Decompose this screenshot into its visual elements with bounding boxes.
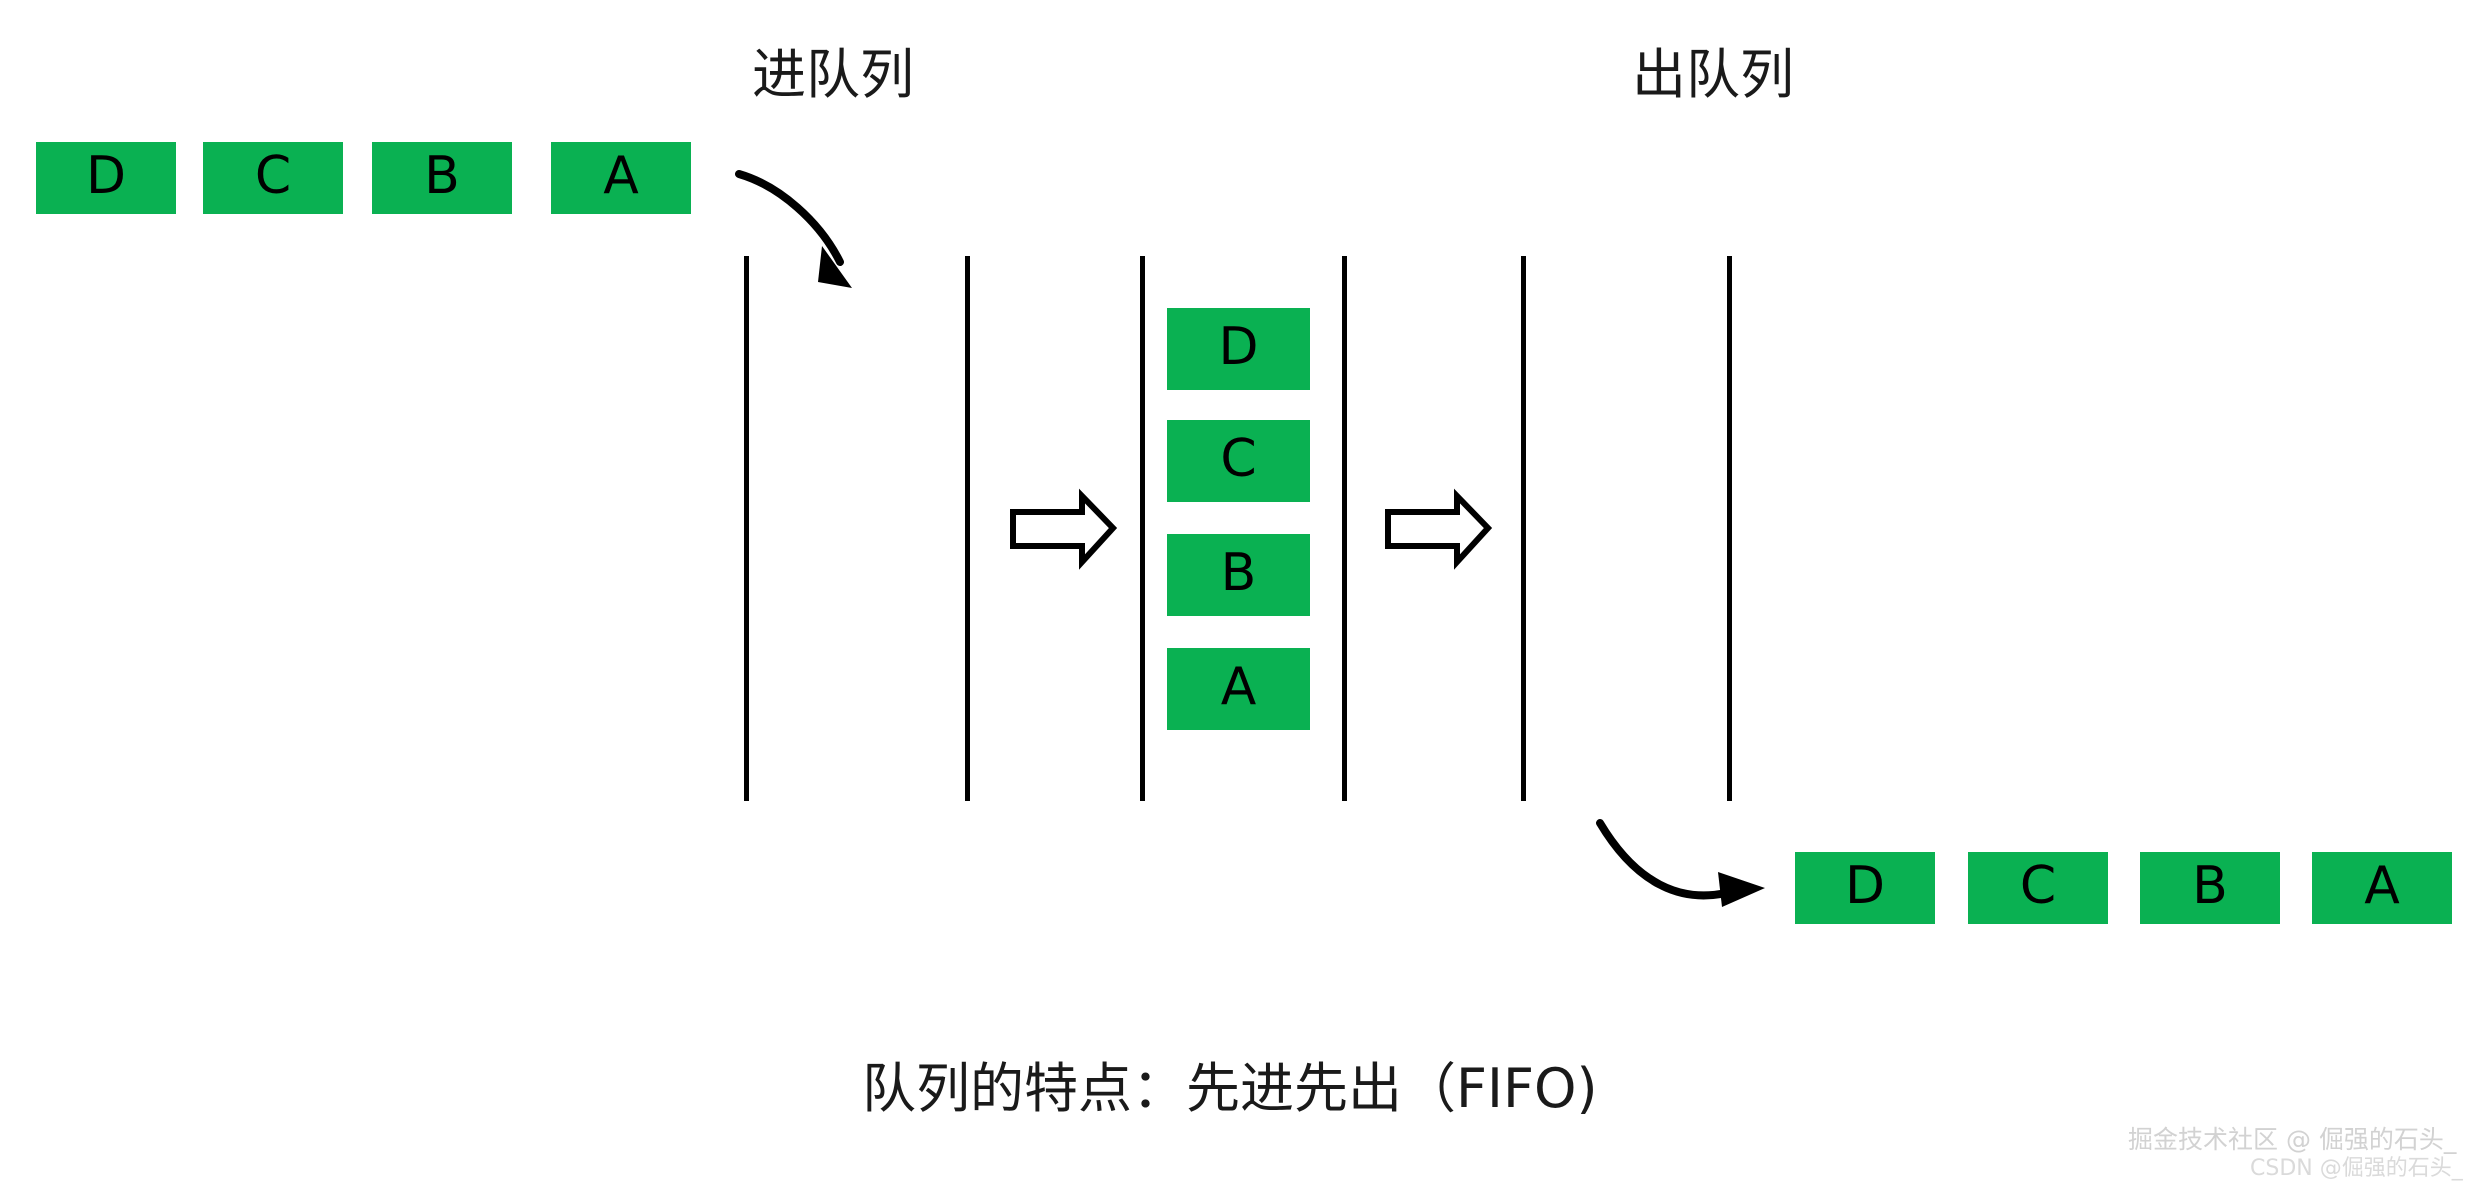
label-dequeue: 出队列 [1632, 43, 1794, 106]
queue-lane-line-1 [965, 256, 970, 801]
watermark-secondary: CSDN @倔强的石头_ [2250, 1156, 2463, 1181]
block-arrow-right-out-icon [1385, 488, 1493, 570]
output-block-1: C [1968, 852, 2108, 924]
input-block-1: C [203, 142, 343, 214]
output-block-0: D [1795, 852, 1935, 924]
output-block-label-1: C [2019, 856, 2057, 916]
input-block-0: D [36, 142, 176, 214]
queue-block-1: C [1167, 420, 1310, 502]
input-block-2: B [372, 142, 512, 214]
output-block-label-0: D [1844, 856, 1886, 916]
input-block-label-1: C [254, 146, 292, 206]
label-enqueue: 进队列 [752, 43, 914, 106]
input-block-label-0: D [85, 146, 127, 206]
queue-lane-line-0 [744, 256, 749, 801]
input-block-label-2: B [424, 146, 460, 206]
queue-lane-line-4 [1521, 256, 1526, 801]
queue-block-label-2: B [1220, 543, 1257, 603]
queue-block-label-3: A [1220, 657, 1257, 717]
output-block-label-2: B [2192, 856, 2228, 916]
input-block-label-3: A [603, 146, 639, 206]
queue-block-label-1: C [1220, 429, 1257, 489]
output-block-3: A [2312, 852, 2452, 924]
queue-lane-line-2 [1140, 256, 1145, 801]
curved-arrow-dequeue-icon [1596, 819, 1765, 907]
curved-arrow-enqueue-icon [735, 170, 852, 288]
watermark-primary: 掘金技术社区 @ 倔强的石头_ [2128, 1125, 2457, 1154]
queue-block-2: B [1167, 534, 1310, 616]
queue-lane-line-3 [1342, 256, 1347, 801]
input-block-3: A [551, 142, 691, 214]
queue-block-3: A [1167, 648, 1310, 730]
block-arrow-right-in-icon [1010, 488, 1118, 570]
output-block-label-3: A [2364, 856, 2400, 916]
queue-lane-line-5 [1727, 256, 1732, 801]
diagram-caption: 队列的特点：先进先出（FIFO) [862, 1057, 1598, 1120]
queue-block-0: D [1167, 308, 1310, 390]
queue-block-label-0: D [1218, 317, 1259, 377]
output-block-2: B [2140, 852, 2280, 924]
